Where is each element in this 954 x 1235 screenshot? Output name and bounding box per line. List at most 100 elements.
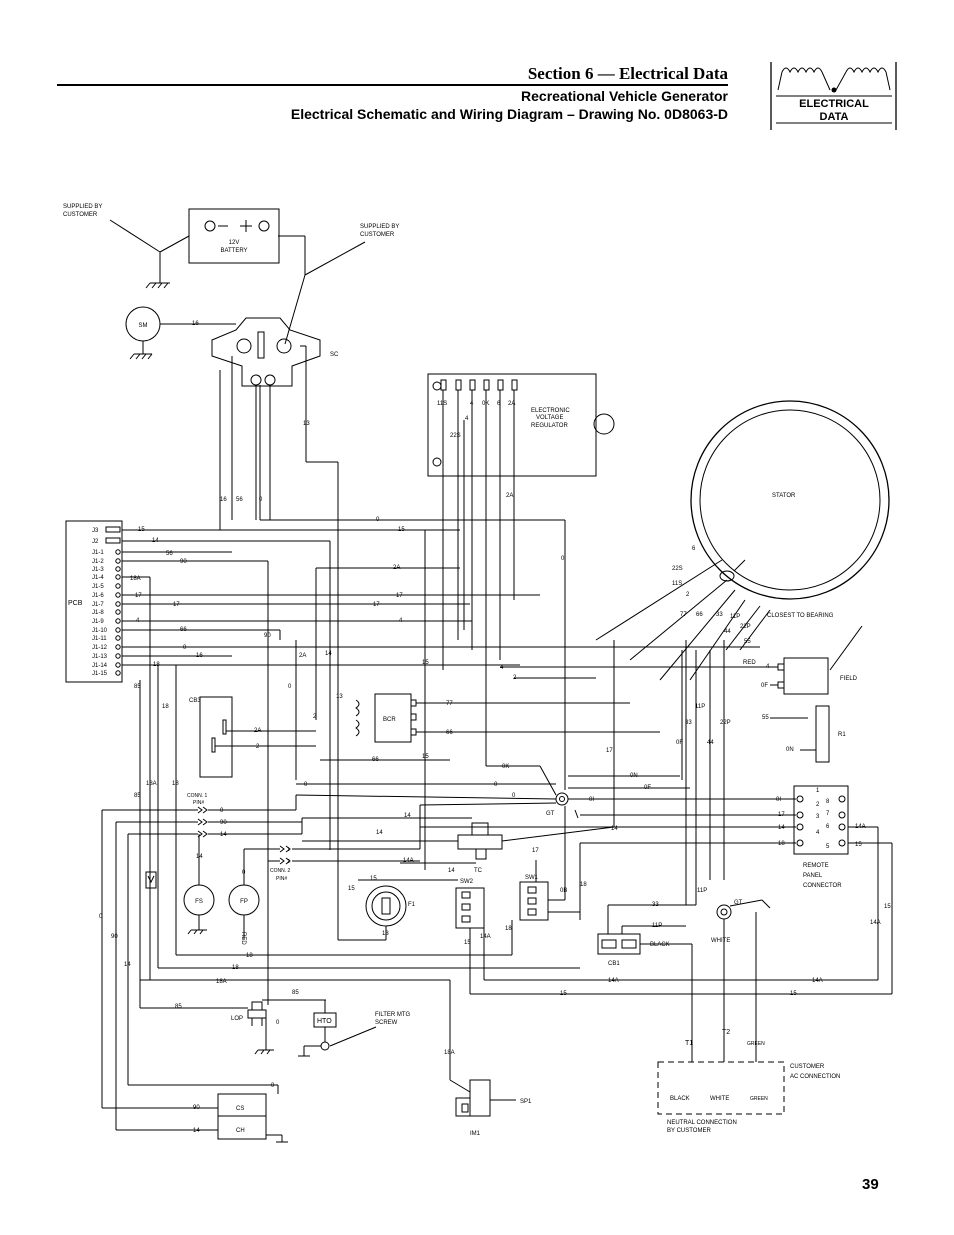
pcb-pin-label: J1-13 [92, 654, 108, 660]
svg-text:NEUTRAL CONNECTION: NEUTRAL CONNECTION [667, 1120, 737, 1126]
svg-text:44: 44 [707, 740, 714, 746]
pcb-pin-list: J3J2J1-1J1-2J1-3J1-4J1-5J1-6J1-7J1-8J1-9… [92, 526, 121, 677]
pcb-pin-label: J1-6 [92, 593, 104, 599]
svg-text:PIN#: PIN# [193, 800, 204, 806]
svg-text:0: 0 [259, 497, 263, 503]
ignition-module-im1: IM1 SP1 [455, 1079, 532, 1137]
svg-text:22S: 22S [672, 566, 683, 572]
pcb-pin-label: J2 [92, 539, 99, 545]
pcb-pin-label: J1-4 [92, 575, 104, 581]
svg-text:0F: 0F [644, 785, 651, 791]
svg-text:11P: 11P [695, 704, 705, 710]
svg-text:14: 14 [611, 826, 618, 832]
svg-text:11P: 11P [697, 888, 707, 894]
svg-text:13: 13 [303, 421, 310, 427]
svg-text:14: 14 [196, 854, 203, 860]
svg-text:0: 0 [494, 782, 498, 788]
svg-text:14: 14 [778, 825, 785, 831]
svg-text:FIELD: FIELD [840, 676, 858, 682]
remote-pin-label: 4 [816, 830, 820, 836]
svg-text:14A: 14A [855, 824, 866, 830]
svg-text:0: 0 [512, 793, 516, 799]
pcb-pin-label: J1-10 [92, 628, 108, 634]
svg-text:IM1: IM1 [470, 1131, 481, 1137]
supplied-by-label-2: SUPPLIED BY [360, 224, 399, 230]
svg-text:GREEN: GREEN [750, 1096, 768, 1102]
svg-text:BLACK: BLACK [670, 1096, 690, 1102]
svg-text:2A: 2A [506, 493, 513, 499]
svg-text:90: 90 [220, 820, 227, 826]
svg-text:SW1: SW1 [525, 875, 539, 881]
svg-text:0: 0 [99, 914, 103, 920]
svg-text:22P: 22P [720, 720, 731, 726]
svg-text:TC: TC [474, 868, 483, 874]
svg-text:18: 18 [778, 841, 785, 847]
svg-text:CONN. 2: CONN. 2 [270, 868, 291, 874]
svg-text:11S: 11S [672, 581, 682, 587]
svg-text:PCB: PCB [68, 600, 83, 607]
svg-text:90: 90 [264, 633, 271, 639]
svg-text:55: 55 [762, 715, 769, 721]
remote-pin-label: 5 [826, 844, 830, 850]
svg-text:BATTERY: BATTERY [220, 248, 247, 254]
svg-text:LOP: LOP [231, 1016, 243, 1022]
svg-text:17: 17 [396, 593, 403, 599]
svg-text:CH: CH [236, 1128, 245, 1134]
svg-text:15: 15 [855, 842, 862, 848]
starter-motor: SM [125, 306, 161, 360]
svg-text:SC: SC [330, 352, 339, 358]
svg-text:18: 18 [505, 926, 512, 932]
pcb-pin [115, 549, 121, 555]
svg-text:CB1: CB1 [608, 961, 620, 967]
pcb-pin-label: J1-15 [92, 671, 108, 677]
svg-text:0: 0 [376, 517, 380, 523]
svg-text:4: 4 [500, 665, 504, 671]
svg-text:55: 55 [744, 639, 751, 645]
pcb-pin-label: J1-2 [92, 559, 104, 565]
svg-text:SM: SM [139, 323, 148, 329]
svg-text:FP: FP [240, 899, 248, 905]
pcb-pin-label: J1-12 [92, 645, 108, 651]
svg-text:66: 66 [180, 627, 187, 633]
svg-text:HTO: HTO [317, 1018, 332, 1025]
svg-text:14A: 14A [870, 920, 881, 926]
ground-icon [254, 1049, 274, 1055]
switch-sw2: SW2 [455, 879, 485, 929]
svg-text:33: 33 [716, 612, 723, 618]
svg-text:CONN. 1: CONN. 1 [187, 793, 208, 799]
connector-1 [197, 806, 208, 838]
connector-chevron [279, 857, 285, 865]
svg-text:56: 56 [236, 497, 243, 503]
svg-text:R1: R1 [838, 732, 846, 738]
pcb-pin [115, 592, 121, 598]
svg-text:18A: 18A [130, 576, 141, 582]
svg-text:0I: 0I [589, 797, 594, 803]
connector-2: 12 [279, 845, 291, 865]
svg-text:15: 15 [138, 527, 145, 533]
pcb-pin [115, 670, 121, 676]
svg-text:14: 14 [325, 651, 332, 657]
svg-text:14A: 14A [608, 978, 619, 984]
connector-pin-label: 1 [287, 847, 290, 853]
svg-text:0F: 0F [761, 683, 768, 689]
page-number: 39 [862, 1176, 879, 1193]
svg-text:18: 18 [172, 781, 179, 787]
svg-text:GREEN: GREEN [747, 1041, 765, 1047]
pcb-pin-label: J1-3 [92, 567, 104, 573]
circuit-breaker-cb3: CB3 [189, 696, 233, 778]
drawing-title: Electrical Schematic and Wiring Diagram … [290, 106, 728, 122]
choke-cs-ch: CS CH [217, 1093, 267, 1140]
svg-text:17: 17 [373, 602, 380, 608]
svg-text:0I: 0I [776, 797, 781, 803]
connector-chevron [202, 830, 208, 838]
remote-pin [796, 839, 804, 847]
svg-text:6: 6 [692, 546, 696, 552]
svg-text:2A: 2A [254, 728, 261, 734]
svg-text:90: 90 [193, 1105, 200, 1111]
section-title: Section 6 — Electrical Data [527, 64, 728, 83]
svg-text:CUSTOMER: CUSTOMER [360, 232, 395, 238]
connector-chevron [285, 857, 291, 865]
svg-text:14: 14 [124, 962, 131, 968]
svg-text:18: 18 [246, 953, 253, 959]
